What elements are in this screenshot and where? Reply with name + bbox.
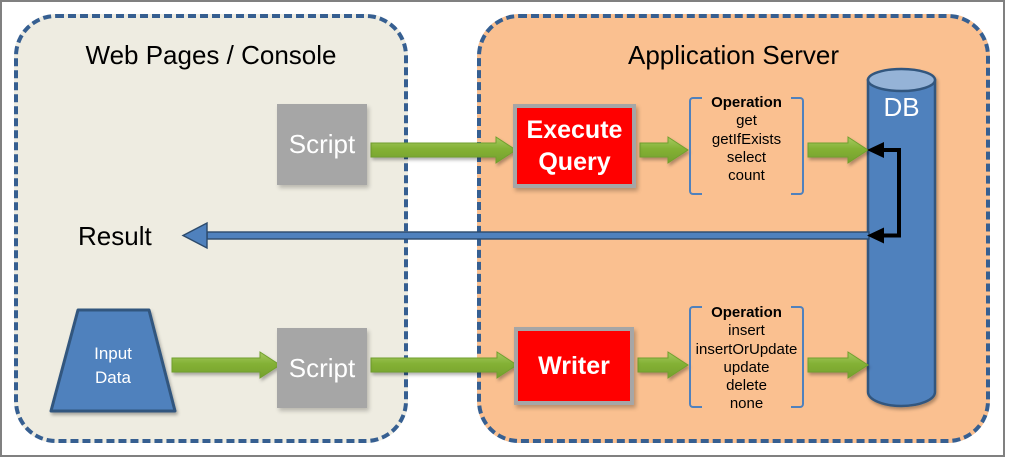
arrow-writer-to-operation-icon bbox=[637, 351, 689, 379]
query-operations-list: Operation get getIfExists select count bbox=[688, 94, 805, 185]
write-operation-item: update bbox=[723, 358, 770, 376]
input-data-line1: Input bbox=[94, 344, 132, 363]
arrow-executequery-to-operation-icon bbox=[639, 136, 689, 164]
write-operations-left-bracket-icon bbox=[689, 306, 702, 408]
writer-box: Writer bbox=[514, 327, 634, 405]
outer-frame bbox=[0, 0, 1005, 457]
db-cylinder-icon bbox=[866, 67, 937, 408]
writer-label: Writer bbox=[538, 352, 610, 380]
write-operation-item: none bbox=[729, 395, 764, 413]
query-operations-header: Operation bbox=[711, 94, 782, 111]
result-label: Result bbox=[78, 221, 152, 251]
write-operation-item: delete bbox=[726, 377, 767, 395]
execute-query-line1: Execute bbox=[526, 116, 623, 144]
arrow-operation-to-db-bottom-icon bbox=[807, 351, 869, 379]
db-label: DB bbox=[883, 92, 920, 122]
input-data-line2: Data bbox=[95, 368, 131, 387]
left-panel-title: Web Pages / Console bbox=[85, 40, 337, 70]
query-operations-left-bracket-icon bbox=[689, 97, 702, 195]
write-operations-header: Operation bbox=[711, 304, 782, 321]
execute-query-line2: Query bbox=[538, 148, 611, 176]
result-arrow-icon bbox=[181, 221, 870, 250]
db-feedback-connector-icon bbox=[867, 142, 901, 244]
execute-query-box: Execute Query bbox=[513, 104, 636, 188]
arrow-script-to-executequery-icon bbox=[370, 136, 517, 164]
right-panel-title: Application Server bbox=[628, 40, 839, 70]
query-operation-item: select bbox=[726, 148, 767, 166]
arrow-inputdata-to-script-icon bbox=[171, 351, 281, 379]
input-data-trapezoid-icon bbox=[49, 308, 177, 413]
script-box-bottom-label: Script bbox=[288, 352, 356, 383]
write-operations-right-bracket-icon bbox=[791, 306, 804, 408]
script-box-top-label: Script bbox=[288, 129, 356, 159]
query-operations-right-bracket-icon bbox=[791, 97, 804, 195]
script-box-top: Script bbox=[277, 104, 367, 185]
query-operation-item: getIfExists bbox=[711, 130, 782, 148]
write-operation-item: insertOrUpdate bbox=[695, 340, 798, 358]
write-operations-list: Operation insert insertOrUpdate update d… bbox=[688, 304, 805, 414]
input-data-label: Input Data bbox=[51, 342, 175, 390]
query-operation-item: get bbox=[736, 112, 757, 130]
arrow-operation-to-db-top-icon bbox=[807, 136, 869, 164]
query-operation-item: count bbox=[728, 167, 765, 185]
arrow-script-to-writer-icon bbox=[370, 351, 518, 379]
script-box-bottom: Script bbox=[277, 328, 367, 408]
write-operation-item: insert bbox=[728, 322, 765, 340]
